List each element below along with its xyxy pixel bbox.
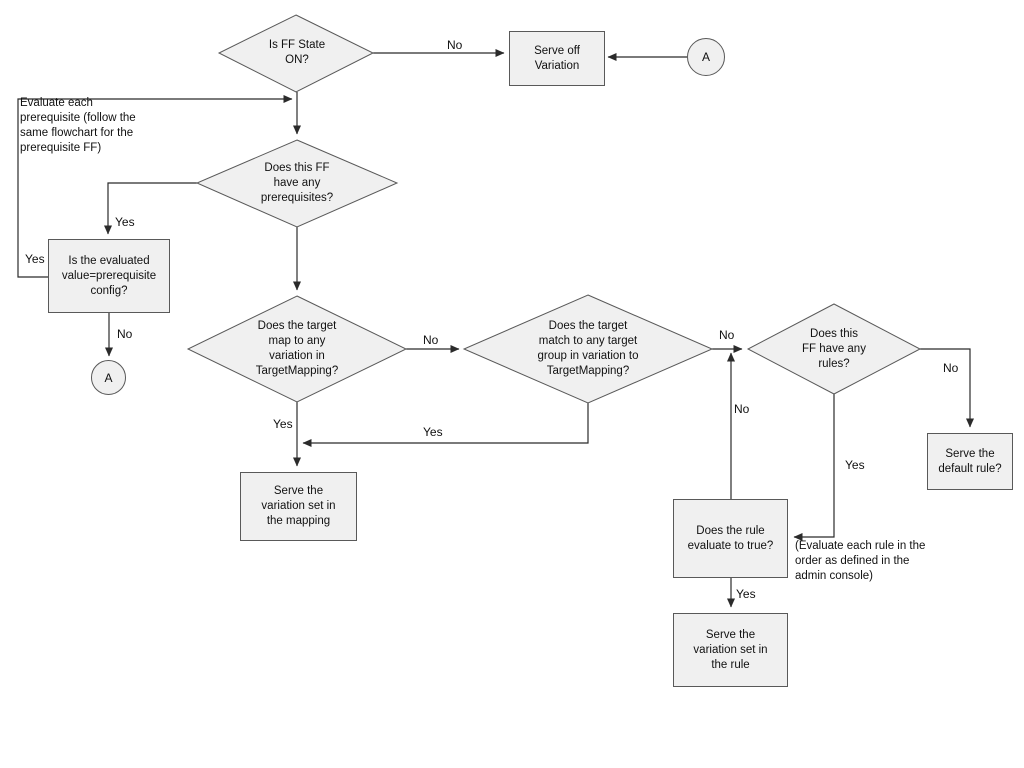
edge-evaluated-yes-loop	[17, 95, 293, 278]
edge-targetgroup-yes-to-mapping	[302, 403, 589, 447]
edge-label-target-group-no: No	[719, 328, 735, 342]
decision-has-rules-shape	[746, 303, 922, 395]
process-evaluated-value: Is the evaluated value=prerequisite conf…	[48, 239, 170, 313]
connector-a-top: A	[687, 38, 725, 76]
process-serve-default-rule-label: Serve the default rule?	[938, 447, 1002, 475]
process-serve-mapping-variation-label: Serve the variation set in the mapping	[261, 485, 336, 527]
edge-label-evaluated-loop-yes: Yes	[25, 252, 45, 266]
edge-rules-no-to-default	[920, 348, 974, 428]
process-serve-rule-variation-label: Serve the variation set in the rule	[693, 628, 768, 671]
edge-label-target-mapping-yes: Yes	[273, 417, 293, 431]
process-serve-default-rule: Serve the default rule?	[927, 433, 1013, 490]
edge-label-has-rules-yes: Yes	[845, 458, 865, 472]
process-evaluated-value-label: Is the evaluated value=prerequisite conf…	[61, 254, 157, 297]
process-rule-evaluates-true: Does the rule evaluate to true?	[673, 499, 788, 578]
edge-label-evaluated-no: No	[117, 327, 133, 341]
connector-a-left-label: A	[104, 370, 113, 385]
edge-rules-yes-to-ruletrue	[793, 394, 835, 541]
decision-ff-state-shape	[217, 14, 375, 93]
edge-label-has-rules-no: No	[943, 361, 959, 375]
edge-label-rule-loop-no: No	[734, 402, 750, 416]
connector-a-left: A	[91, 360, 126, 395]
process-serve-rule-variation: Serve the variation set in the rule	[673, 613, 788, 687]
edge-label-rule-true-yes: Yes	[736, 587, 756, 601]
edge-label-ffstate-no: No	[447, 38, 463, 52]
connector-a-top-label: A	[701, 50, 710, 64]
process-serve-off-variation-label: Serve off Variation	[534, 44, 580, 72]
process-serve-off-variation: Serve off Variation	[509, 31, 605, 86]
decision-target-group-shape	[462, 294, 714, 404]
edge-label-target-group-yes: Yes	[423, 425, 443, 439]
note-prerequisite-loop: Evaluate each prerequisite (follow the s…	[20, 97, 136, 154]
process-serve-mapping-variation: Serve the variation set in the mapping	[240, 472, 357, 541]
edge-label-prerequisites-yes: Yes	[115, 215, 135, 229]
edge-label-target-mapping-no: No	[423, 333, 439, 347]
decision-has-prerequisites-shape	[195, 139, 399, 228]
process-rule-evaluates-true-label: Does the rule evaluate to true?	[687, 524, 774, 552]
note-rule-order: (Evaluate each rule in the order as defi…	[795, 540, 926, 582]
decision-target-mapping-shape	[186, 295, 408, 403]
edge-prerequisites-yes-to-evaluated	[104, 182, 197, 235]
